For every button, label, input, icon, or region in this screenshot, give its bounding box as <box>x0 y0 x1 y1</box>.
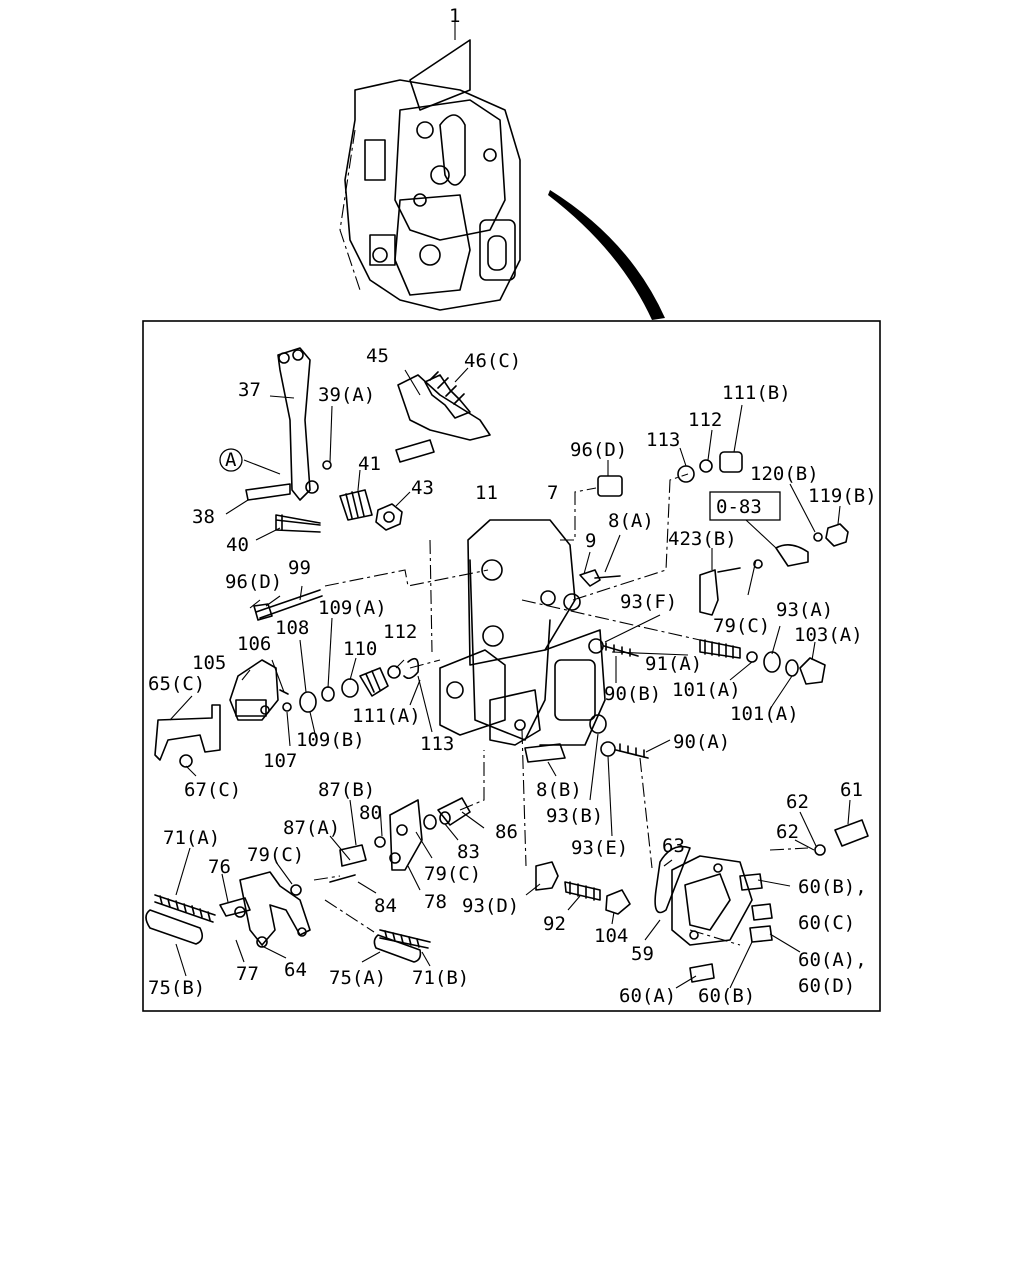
label-0-83: 0-83 <box>716 496 762 518</box>
label-11: 11 <box>475 482 498 504</box>
label-60c: 60(C) <box>798 912 855 934</box>
label-113-top: 113 <box>646 429 680 451</box>
label-40: 40 <box>226 534 249 556</box>
governor-housing <box>439 519 606 746</box>
spring-lever-group <box>395 371 491 463</box>
leader-lines <box>169 367 851 989</box>
label-99: 99 <box>288 557 311 579</box>
label-113-mid: 113 <box>420 733 454 755</box>
bottom-right-cover <box>654 819 869 983</box>
direction-arrow <box>548 190 665 320</box>
label-60b-comma: 60(B), <box>798 876 867 898</box>
label-110: 110 <box>343 638 377 660</box>
label-108: 108 <box>275 617 309 639</box>
label-8a: 8(A) <box>608 510 654 532</box>
label-83: 83 <box>457 841 480 863</box>
label-90b: 90(B) <box>604 683 661 705</box>
label-87b: 87(B) <box>318 779 375 801</box>
label-93b: 93(B) <box>546 805 603 827</box>
detail-frame <box>142 320 881 1012</box>
label-109b: 109(B) <box>296 729 365 751</box>
label-76: 76 <box>208 856 231 878</box>
label-90a: 90(A) <box>673 731 730 753</box>
label-79c-left: 79(C) <box>247 844 304 866</box>
label-91a: 91(A) <box>645 653 702 675</box>
label-103a: 103(A) <box>794 624 863 646</box>
label-119b: 119(B) <box>808 485 877 507</box>
label-62-2: 62 <box>776 821 799 843</box>
label-71a: 71(A) <box>163 827 220 849</box>
label-62-1: 62 <box>786 791 809 813</box>
label-1: 1 <box>449 5 460 27</box>
label-87a: 87(A) <box>283 817 340 839</box>
label-61: 61 <box>840 779 863 801</box>
label-38: 38 <box>192 506 215 528</box>
label-9: 9 <box>585 530 596 552</box>
label-60d: 60(D) <box>798 975 855 997</box>
label-93a: 93(A) <box>776 599 833 621</box>
label-111b: 111(B) <box>722 382 791 404</box>
circle-a-marker <box>219 448 243 472</box>
label-77: 77 <box>236 963 259 985</box>
label-64: 64 <box>284 959 307 981</box>
label-101a-1: 101(A) <box>672 679 741 701</box>
label-60a-comma: 60(A), <box>798 949 867 971</box>
label-423b: 423(B) <box>668 528 737 550</box>
label-109a: 109(A) <box>318 597 387 619</box>
label-65c: 65(C) <box>148 673 205 695</box>
label-71b: 71(B) <box>412 967 469 989</box>
label-106: 106 <box>237 633 271 655</box>
label-80: 80 <box>359 802 382 824</box>
label-75a: 75(A) <box>329 967 386 989</box>
label-112-mid: 112 <box>383 621 417 643</box>
left-middle-parts <box>154 589 420 768</box>
label-37: 37 <box>238 379 261 401</box>
label-7: 7 <box>547 482 558 504</box>
label-111a: 111(A) <box>352 705 421 727</box>
label-41: 41 <box>358 453 381 475</box>
label-circle-a: A <box>225 449 237 471</box>
label-60a: 60(A) <box>619 985 676 1007</box>
callout-labels: 1 45 46(C) 37 39(A) A 41 43 38 40 11 7 9… <box>148 5 877 1007</box>
governor-assembly-overview <box>339 39 521 311</box>
bottom-left-parts <box>145 871 431 963</box>
label-104: 104 <box>594 925 628 947</box>
label-45: 45 <box>366 345 389 367</box>
label-84: 84 <box>374 895 397 917</box>
label-75b: 75(B) <box>148 977 205 999</box>
label-92: 92 <box>543 913 566 935</box>
label-112-top: 112 <box>688 409 722 431</box>
lever-group <box>245 347 403 533</box>
label-78: 78 <box>424 891 447 913</box>
label-63: 63 <box>662 835 685 857</box>
right-upper-parts <box>579 451 849 616</box>
label-67c: 67(C) <box>184 779 241 801</box>
label-60b: 60(B) <box>698 985 755 1007</box>
label-93e: 93(E) <box>571 837 628 859</box>
label-43: 43 <box>411 477 434 499</box>
label-86: 86 <box>495 821 518 843</box>
label-105: 105 <box>192 652 226 674</box>
label-8b: 8(B) <box>536 779 582 801</box>
label-101a-2: 101(A) <box>730 703 799 725</box>
label-39a: 39(A) <box>318 384 375 406</box>
label-46c: 46(C) <box>464 350 521 372</box>
label-93f: 93(F) <box>620 591 677 613</box>
reference-box <box>709 491 781 521</box>
label-79c-mid: 79(C) <box>424 863 481 885</box>
label-79c-right: 79(C) <box>713 615 770 637</box>
shaft-row <box>588 638 826 685</box>
label-59: 59 <box>631 943 654 965</box>
label-120b: 120(B) <box>750 463 819 485</box>
label-107: 107 <box>263 750 297 772</box>
label-93d: 93(D) <box>462 895 519 917</box>
label-96d-top: 96(D) <box>570 439 627 461</box>
label-96d-left: 96(D) <box>225 571 282 593</box>
